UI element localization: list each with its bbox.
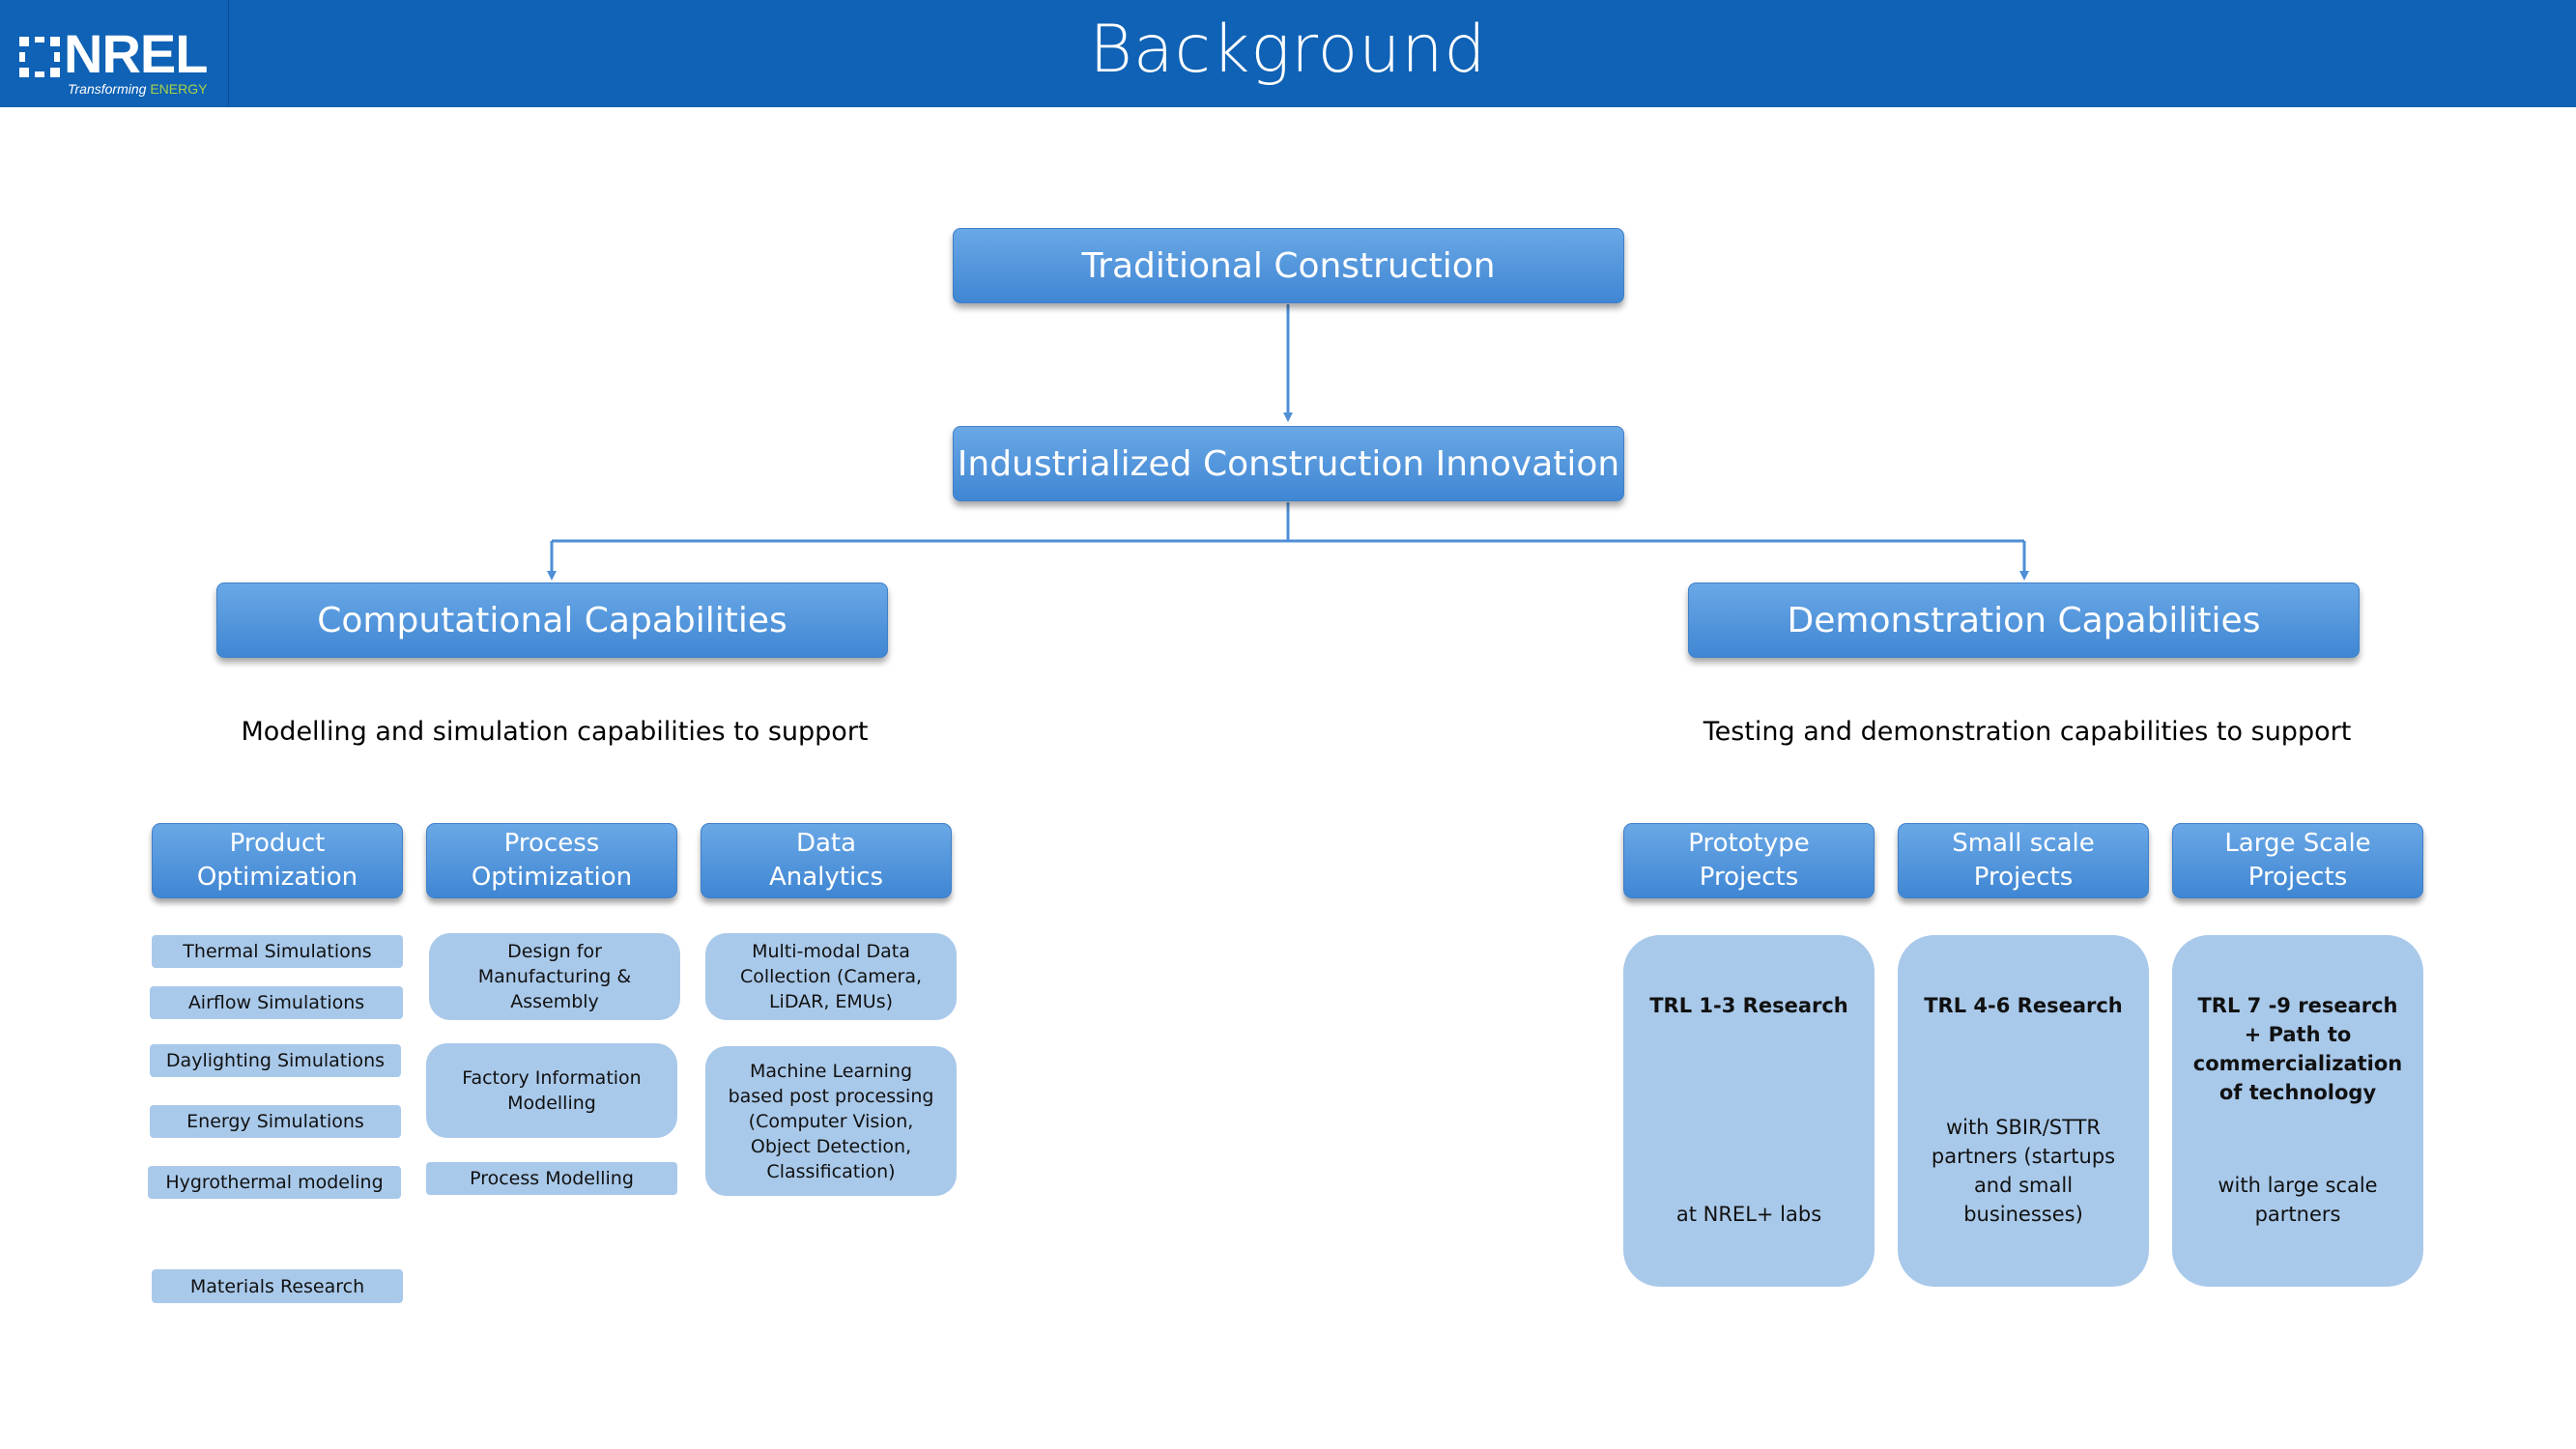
logo-wordmark: NREL bbox=[64, 23, 208, 84]
trl-1-3-box: TRL 1-3 Research at NREL+ labs bbox=[1623, 935, 1875, 1287]
trl-4-6-detail: with SBIR/STTR partners (startups and sm… bbox=[1931, 1116, 2116, 1226]
industrialized-construction-box: Industrialized Construction Innovation bbox=[953, 426, 1624, 501]
item-factory-information-modelling: Factory Information Modelling bbox=[426, 1043, 677, 1138]
trl-1-3-detail: at NREL+ labs bbox=[1675, 1203, 1822, 1226]
item-design-for-manufacturing: Design for Manufacturing & Assembly bbox=[429, 933, 680, 1020]
logo-tagline-accent: ENERGY bbox=[150, 81, 208, 97]
item-airflow-simulations: Airflow Simulations bbox=[150, 986, 403, 1019]
item-energy-simulations: Energy Simulations bbox=[150, 1105, 401, 1138]
item-thermal-simulations: Thermal Simulations bbox=[152, 935, 403, 968]
traditional-construction-box: Traditional Construction bbox=[953, 228, 1624, 303]
trl-7-9-detail: with large scale partners bbox=[2218, 1174, 2378, 1226]
trl-1-3-title: TRL 1-3 Research bbox=[1649, 994, 1848, 1017]
data-analytics-box: Data Analytics bbox=[701, 823, 952, 898]
large-scale-projects-box: Large Scale Projects bbox=[2172, 823, 2423, 898]
trl-7-9-box: TRL 7 -9 research + Path to commercializ… bbox=[2172, 935, 2423, 1287]
item-process-modelling: Process Modelling bbox=[426, 1162, 677, 1195]
demonstration-capabilities-box: Demonstration Capabilities bbox=[1688, 582, 2360, 658]
item-daylighting-simulations: Daylighting Simulations bbox=[150, 1044, 401, 1077]
nrel-logo-mark-icon bbox=[19, 37, 60, 77]
logo-tagline: Transforming ENERGY bbox=[68, 81, 207, 97]
item-multimodal-data-collection: Multi-modal Data Collection (Camera, LiD… bbox=[705, 933, 957, 1020]
small-scale-projects-box: Small scale Projects bbox=[1898, 823, 2149, 898]
product-optimization-box: Product Optimization bbox=[152, 823, 403, 898]
computational-capabilities-box: Computational Capabilities bbox=[216, 582, 888, 658]
header-bar: NREL Transforming ENERGY Background bbox=[0, 0, 2576, 107]
demonstration-caption: Testing and demonstration capabilities t… bbox=[1703, 717, 2352, 747]
item-machine-learning-post-processing: Machine Learning based post processing (… bbox=[705, 1046, 957, 1196]
process-optimization-box: Process Optimization bbox=[426, 823, 677, 898]
item-hygrothermal-modeling: Hygrothermal modeling bbox=[148, 1166, 401, 1199]
trl-4-6-title: TRL 4-6 Research bbox=[1924, 994, 2123, 1017]
trl-7-9-title: TRL 7 -9 research + Path to commercializ… bbox=[2192, 994, 2403, 1104]
computational-caption: Modelling and simulation capabilities to… bbox=[241, 717, 869, 747]
item-materials-research: Materials Research bbox=[152, 1269, 403, 1303]
nrel-logo: NREL Transforming ENERGY bbox=[0, 0, 229, 107]
prototype-projects-box: Prototype Projects bbox=[1623, 823, 1875, 898]
page-title: Background bbox=[1089, 12, 1487, 88]
logo-tagline-main: Transforming bbox=[68, 81, 147, 97]
trl-4-6-box: TRL 4-6 Research with SBIR/STTR partners… bbox=[1898, 935, 2149, 1287]
